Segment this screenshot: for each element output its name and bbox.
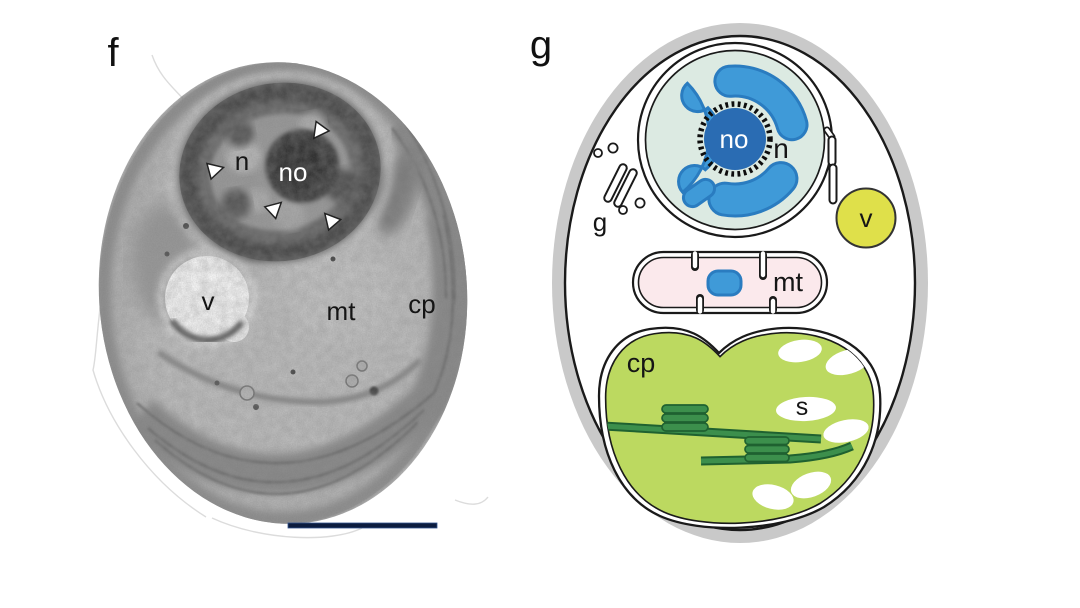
golgi-vesicle [618, 205, 628, 215]
starch-granule [752, 484, 794, 510]
chromatin-patch [681, 177, 717, 209]
label-nucleolus-f: no [279, 157, 308, 187]
nucleolus [704, 108, 766, 170]
label-mitochondrion-g: mt [773, 267, 803, 297]
chloroplast: cp s [597, 326, 882, 530]
panel-g-letter: g [530, 23, 552, 67]
label-vacuole-g: v [860, 203, 873, 233]
label-mitochondrion-f: mt [327, 296, 357, 326]
label-golgi-g: g [593, 207, 607, 237]
chromatin-patch [707, 161, 799, 218]
nucleolus-dotted-ring [697, 101, 773, 177]
background-wrinkle [454, 496, 489, 505]
golgi-vesicle [593, 148, 603, 158]
panel-f-letter: f [107, 31, 119, 75]
label-nucleolus-g: no [720, 124, 749, 154]
golgi-stack [593, 142, 646, 215]
golgi-vesicle [634, 197, 646, 209]
panel-f: f n no v mt cp [85, 31, 489, 539]
nucleus: no n [636, 41, 834, 239]
label-nucleus-g: n [773, 133, 789, 164]
label-starch-g: s [796, 393, 809, 421]
panel-g: no n v [530, 23, 928, 543]
mitochondrion: mt [631, 250, 829, 315]
starch-granule [778, 339, 822, 363]
golgi-vesicle [607, 142, 619, 154]
label-chloroplast-f: cp [408, 289, 435, 319]
scale-bar [287, 522, 438, 529]
starch-granule [776, 396, 836, 422]
mitochondrion-nucleoid [706, 269, 743, 297]
label-chloroplast-g: cp [627, 348, 656, 378]
background-wrinkle [211, 517, 363, 539]
granum-stack [661, 404, 790, 463]
starch-granule [790, 471, 832, 499]
label-vacuole-f: v [202, 286, 215, 316]
vacuole: v [835, 187, 897, 249]
starch-granule [823, 419, 869, 443]
er-segment [823, 126, 838, 205]
label-nucleus-f: n [235, 146, 249, 176]
background-wrinkle [151, 54, 187, 103]
chromatin-patch [713, 64, 809, 142]
background-wrinkle [92, 299, 207, 518]
mitochondrion-crista [691, 251, 777, 314]
